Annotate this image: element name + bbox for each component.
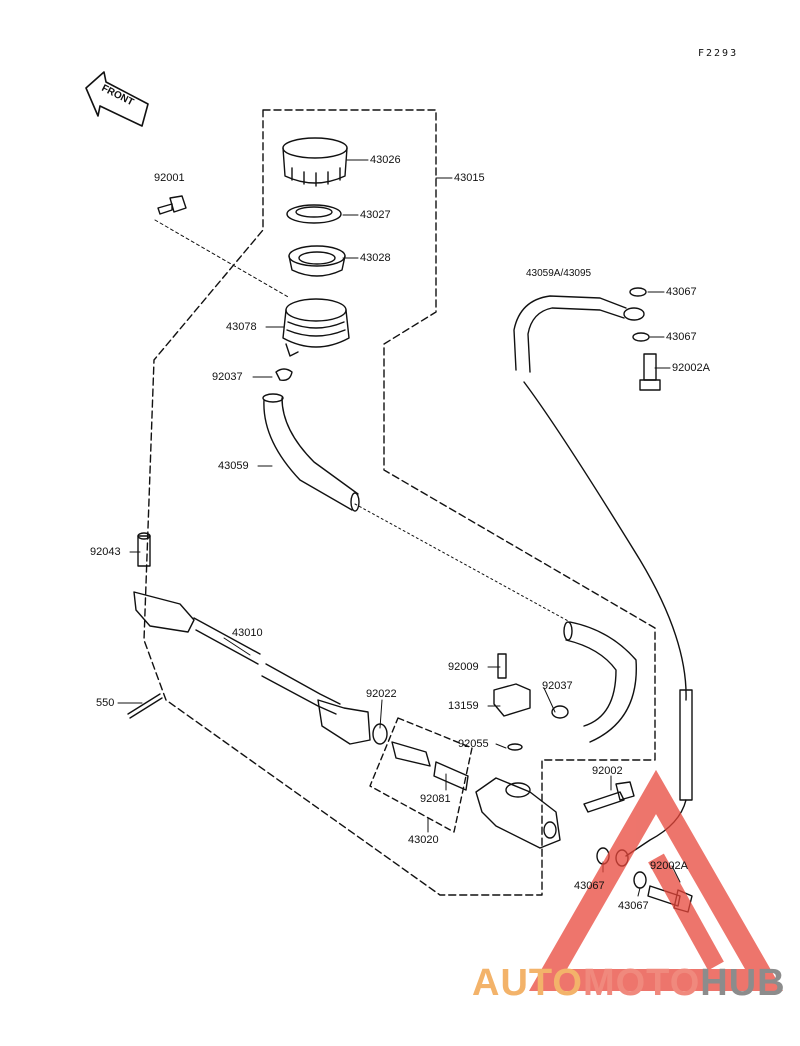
reservoir-hose-icon [262, 393, 637, 743]
part-label: 92037 [542, 680, 573, 692]
clevis-pin-icon [137, 532, 151, 567]
part-label: 43078 [226, 321, 257, 333]
part-label: 43059 [218, 460, 249, 472]
watermark-part-auto: AUTO [472, 962, 583, 1004]
hose-fitting-icon [493, 653, 569, 719]
banjo-bolt-icon [639, 353, 661, 391]
part-label: 92001 [154, 172, 185, 184]
part-label: 92055 [458, 738, 489, 750]
part-label: 43067 [666, 331, 697, 343]
group-outline-43015 [143, 109, 656, 896]
watermark-triangle-icon [528, 769, 784, 991]
part-label: 92009 [448, 661, 479, 673]
part-label: 92081 [420, 793, 451, 805]
part-label: 92022 [366, 688, 397, 700]
cotter-pin-icon [127, 693, 163, 719]
part-label: 43015 [454, 172, 485, 184]
figure-code: F2293 [698, 48, 739, 59]
reservoir-body-icon [282, 298, 350, 357]
group-outline-43020 [369, 717, 473, 833]
part-label: 43067 [618, 900, 649, 912]
part-label: 43027 [360, 209, 391, 221]
watermark-part-moto: MOTO [582, 962, 701, 1004]
part-label: 92043 [90, 546, 121, 558]
part-label: 43026 [370, 154, 401, 166]
washer-icon [629, 287, 650, 342]
pushrod-icon [133, 591, 341, 715]
part-label: 43059A/43095 [526, 268, 592, 279]
watermark-logo: AUTOMOTOHUB [472, 962, 786, 1005]
dust-boot-icon [317, 699, 388, 745]
master-cylinder-icon [475, 777, 561, 849]
front-arrow-icon [85, 71, 149, 127]
diaphragm-plate-icon [286, 204, 342, 224]
clutch-hose-icon [513, 295, 693, 867]
part-label: 92002 [592, 765, 623, 777]
part-label: 92002A [650, 860, 688, 872]
diaphragm-icon [288, 245, 346, 277]
part-label: 13159 [448, 700, 479, 712]
part-label: 43010 [232, 627, 263, 639]
part-label: 43067 [574, 880, 605, 892]
part-label: 92037 [212, 371, 243, 383]
bolt-92002-icon [583, 781, 635, 813]
part-label: 92002A [672, 362, 710, 374]
hose-clamp-icon [275, 368, 293, 382]
part-label: 43067 [666, 286, 697, 298]
part-label: 550 [96, 697, 115, 709]
part-label: 43020 [408, 834, 439, 846]
piston-kit-icon [391, 741, 523, 791]
watermark-part-hub: HUB [700, 962, 786, 1004]
reservoir-cap-icon [282, 137, 348, 187]
part-label: 43028 [360, 252, 391, 264]
bolt-92001-icon [157, 195, 187, 215]
